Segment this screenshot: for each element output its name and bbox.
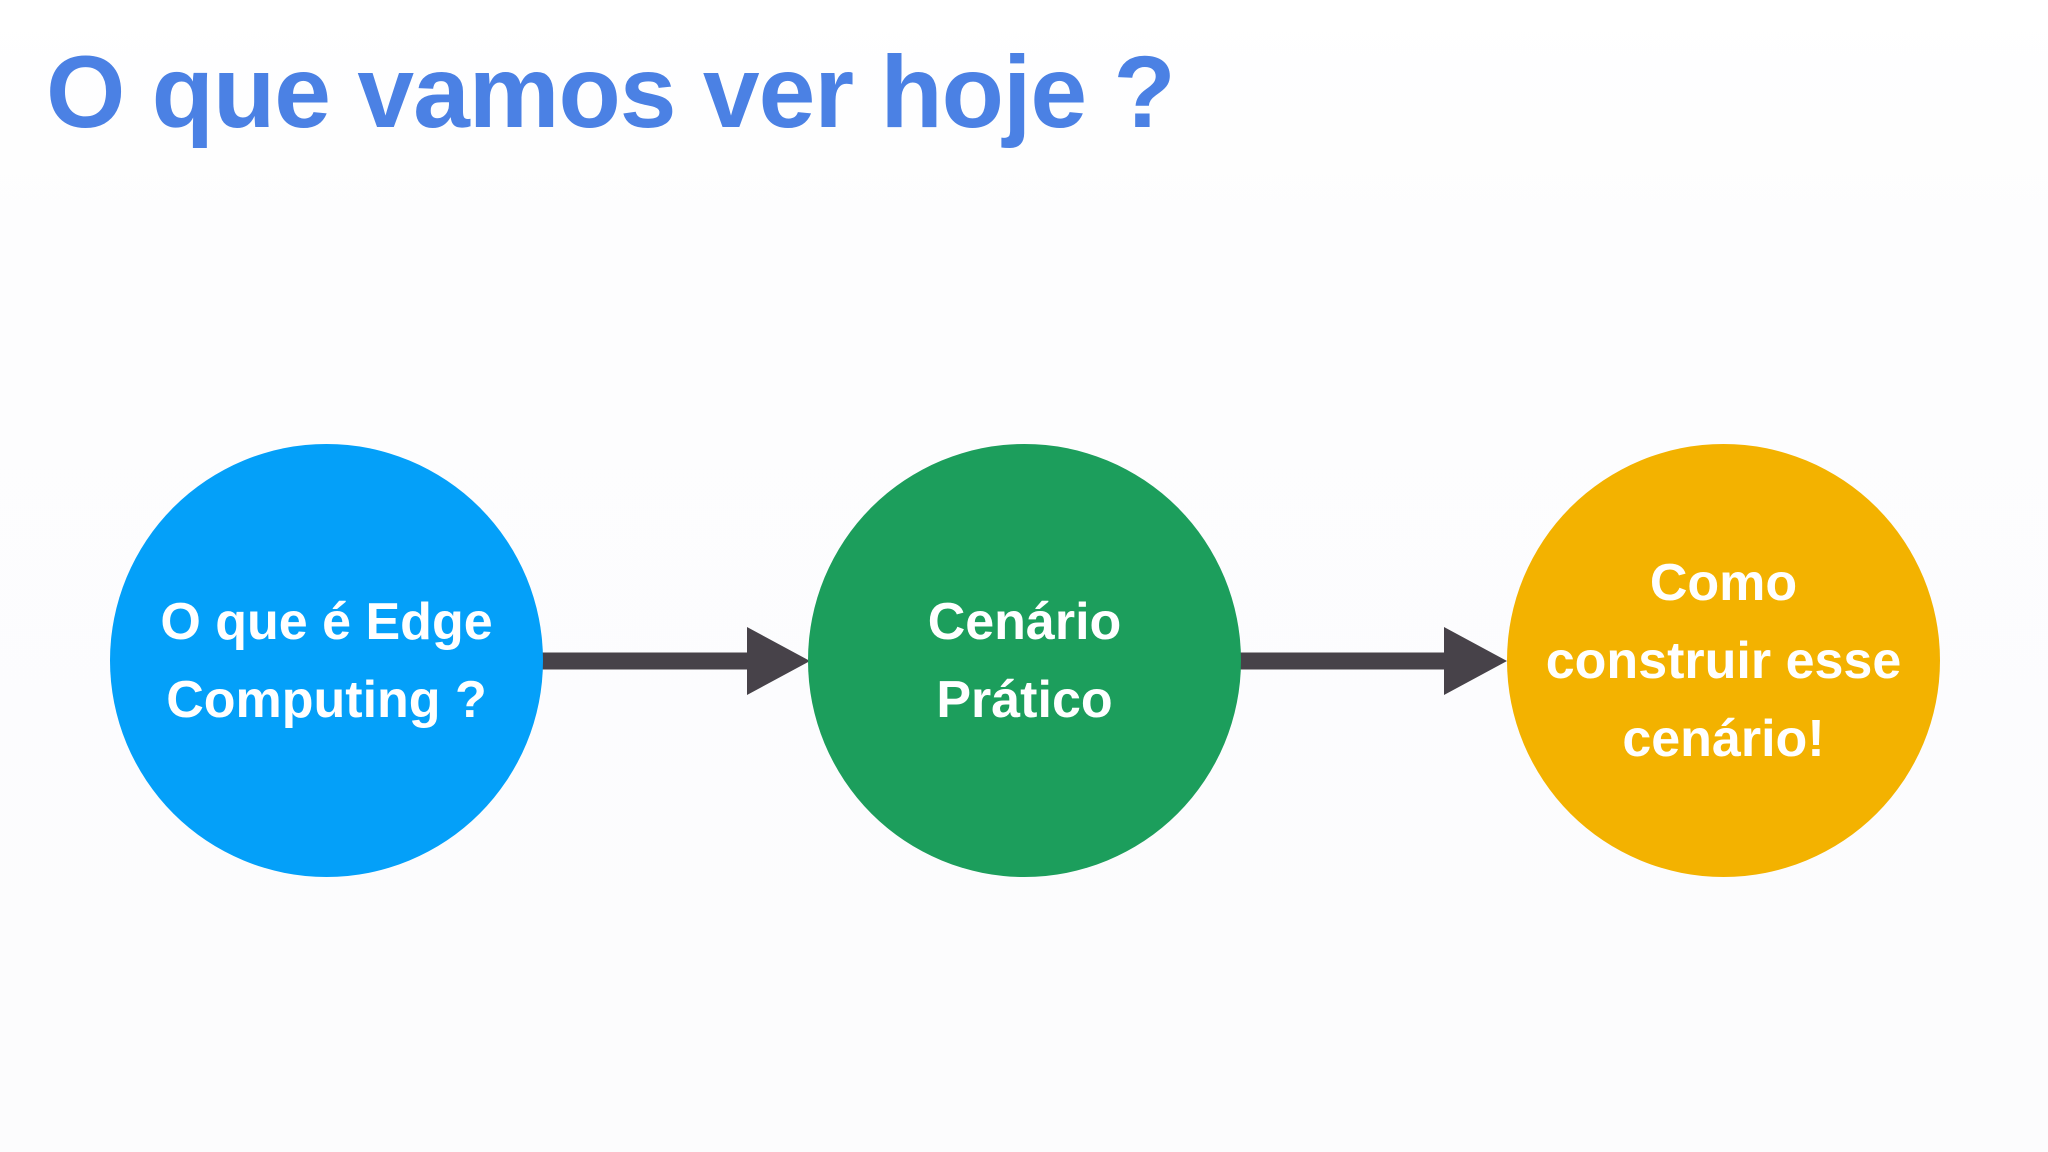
flow-step-label: Como construir esse cenário!: [1546, 544, 1902, 778]
flow-step-label: O que é Edge Computing ?: [160, 583, 492, 739]
label-line: Prático: [936, 670, 1113, 729]
arrow-shaft: [525, 652, 749, 670]
label-line: cenário!: [1622, 709, 1825, 768]
label-line: construir esse: [1545, 631, 1902, 690]
flow-step-edge-computing: O que é Edge Computing ?: [110, 444, 543, 877]
flow-step-cenario-pratico: Cenário Prático: [808, 444, 1241, 877]
flow-arrow-right-icon: [525, 627, 810, 695]
arrow-head: [747, 627, 810, 695]
label-line: O que é Edge: [160, 592, 493, 651]
label-line: Cenário: [927, 592, 1122, 651]
arrow-head: [1444, 627, 1507, 695]
slide-title: O que vamos ver hoje ?: [46, 35, 1176, 149]
flow-step-label: Cenário Prático: [928, 583, 1122, 739]
label-line: Computing ?: [166, 670, 487, 729]
flow-arrow-right-icon: [1222, 627, 1507, 695]
flow-step-como-construir: Como construir esse cenário!: [1507, 444, 1940, 877]
label-line: Como: [1649, 553, 1798, 612]
arrow-shaft: [1222, 652, 1446, 670]
